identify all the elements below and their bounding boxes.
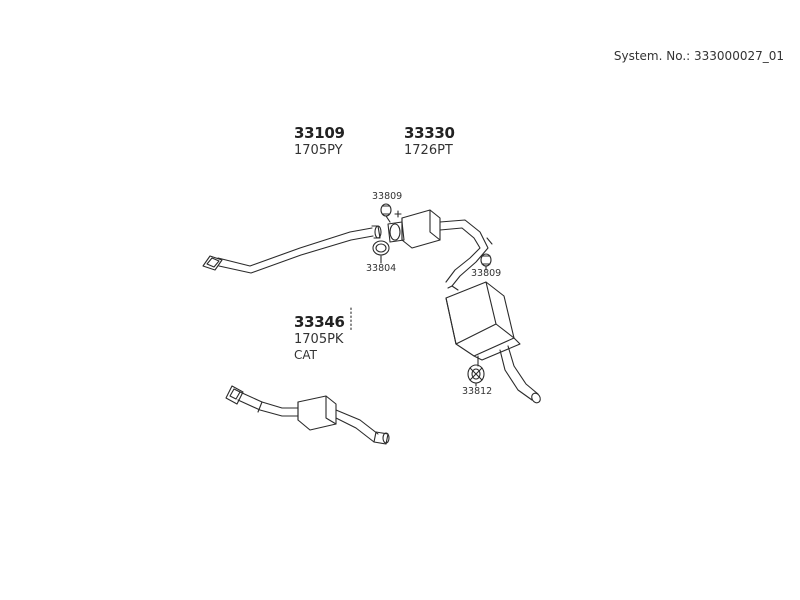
catalytic-converter-pipe bbox=[225, 385, 390, 445]
part-code: 1705PK bbox=[294, 331, 344, 347]
part-code: 1726PT bbox=[404, 142, 453, 158]
part-label-33330: 33330 1726PT bbox=[404, 124, 455, 159]
middle-silencer bbox=[387, 209, 493, 287]
part-sub-label: CAT bbox=[294, 348, 317, 362]
callout-gasket: 33804 bbox=[366, 263, 397, 274]
hanger-rubber bbox=[467, 364, 485, 387]
callout-hanger: 33812 bbox=[462, 386, 493, 397]
system-number: System. No.: 333000027_01 bbox=[613, 49, 784, 63]
part-label-33346: 33346 1705PK CAT bbox=[294, 313, 345, 363]
callout-clamp-mid: 33809 bbox=[471, 268, 502, 279]
rear-silencer bbox=[445, 281, 541, 404]
part-number: 33346 bbox=[294, 313, 345, 331]
clamp-mid bbox=[480, 253, 492, 271]
part-label-33109: 33109 1705PY bbox=[294, 124, 345, 159]
gasket-ring bbox=[372, 240, 390, 264]
front-pipe bbox=[202, 225, 382, 274]
callout-clamp-upper: 33809 bbox=[372, 191, 403, 202]
part-number: 33330 bbox=[404, 124, 455, 142]
part-number: 33109 bbox=[294, 124, 345, 142]
part-code: 1705PY bbox=[294, 142, 343, 158]
clamp-upper bbox=[380, 203, 402, 223]
